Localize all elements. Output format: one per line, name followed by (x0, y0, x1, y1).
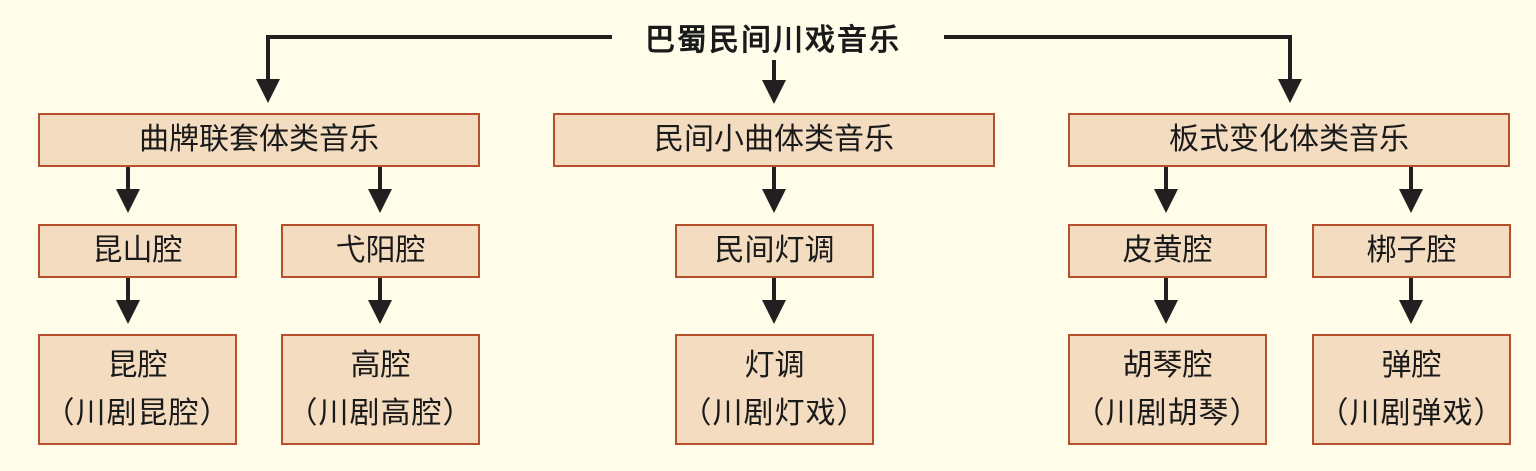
result-subtitle: （川剧高腔） (287, 395, 474, 431)
result-subtitle: （川剧灯戏） (681, 395, 868, 431)
category-label: 板式变化体类音乐 (1169, 122, 1409, 157)
result-subtitle: （川剧胡琴） (1074, 395, 1261, 431)
style-box-pihuang: 皮黄腔 (1068, 224, 1267, 278)
result-box-kunqiang: 昆腔 （川剧昆腔） (38, 334, 237, 445)
category-box-qupai: 曲牌联套体类音乐 (38, 113, 480, 167)
category-label: 曲牌联套体类音乐 (139, 122, 379, 157)
arrow-title-to-left (256, 35, 612, 103)
style-box-yiyang: 弋阳腔 (281, 224, 480, 278)
result-subtitle: （川剧弹戏） (1318, 395, 1505, 431)
style-box-kunshan: 昆山腔 (38, 224, 237, 278)
result-name: 高腔 (350, 347, 411, 383)
style-box-bangzi: 梆子腔 (1312, 224, 1511, 278)
style-label: 皮黄腔 (1122, 233, 1213, 268)
style-label: 昆山腔 (92, 233, 183, 268)
result-box-gaoqiang: 高腔 （川剧高腔） (281, 334, 480, 445)
style-label: 弋阳腔 (335, 233, 426, 268)
style-box-dengdiao: 民间灯调 (675, 224, 874, 278)
category-box-banshi: 板式变化体类音乐 (1068, 113, 1510, 167)
style-label: 民间灯调 (714, 233, 835, 268)
result-subtitle: （川剧昆腔） (44, 395, 231, 431)
result-box-tanqiang: 弹腔 （川剧弹戏） (1312, 334, 1511, 445)
diagram-title: 巴蜀民间川戏音乐 (645, 23, 901, 58)
arrow-title-to-right (944, 35, 1302, 103)
result-name: 昆腔 (107, 347, 168, 383)
category-box-xiaoqu: 民间小曲体类音乐 (553, 113, 995, 167)
result-name: 胡琴腔 (1122, 347, 1213, 383)
result-box-huqin: 胡琴腔 （川剧胡琴） (1068, 334, 1267, 445)
result-name: 弹腔 (1381, 347, 1442, 383)
result-box-dengdiao: 灯调 （川剧灯戏） (675, 334, 874, 445)
style-label: 梆子腔 (1366, 233, 1457, 268)
category-label: 民间小曲体类音乐 (654, 122, 894, 157)
result-name: 灯调 (744, 347, 805, 383)
